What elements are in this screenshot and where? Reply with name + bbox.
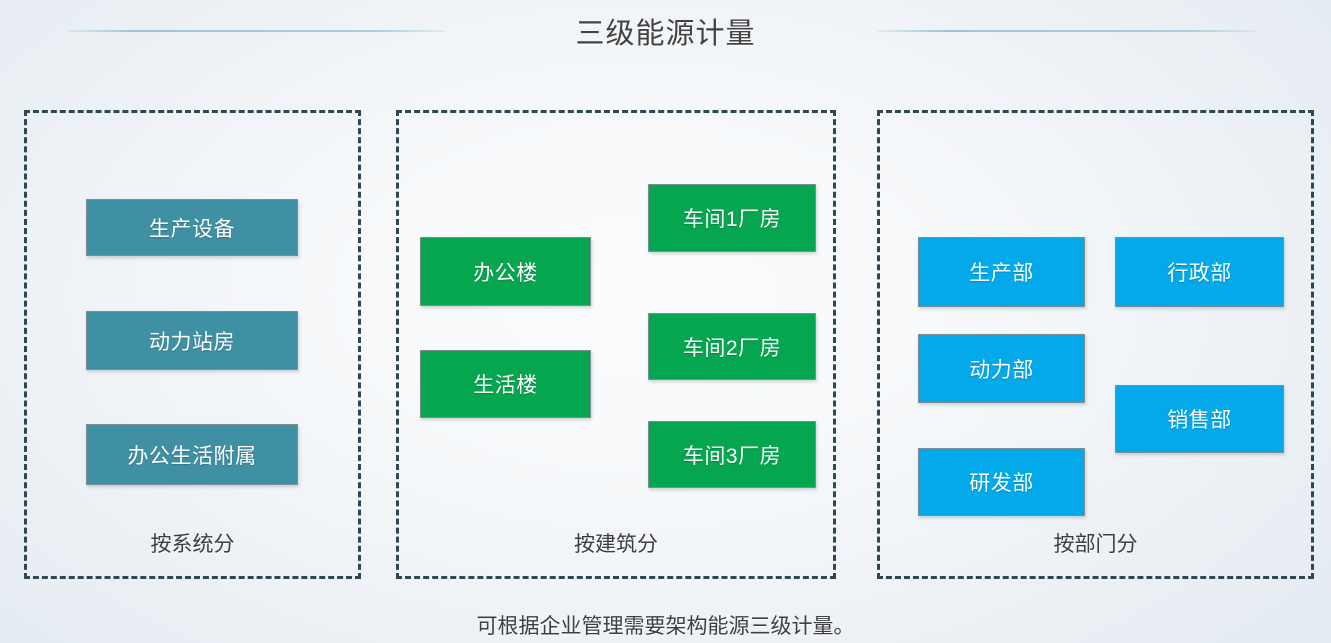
footer-caption: 可根据企业管理需要架构能源三级计量。	[476, 615, 855, 638]
item-box[interactable]: 办公生活附属	[86, 424, 298, 485]
item-box-label: 车间3厂房	[682, 444, 782, 468]
item-box-label: 生产部	[969, 262, 1034, 285]
item-box[interactable]: 行政部	[1115, 237, 1284, 307]
item-box[interactable]: 动力站房	[86, 311, 298, 370]
item-box-label: 行政部	[1167, 262, 1232, 285]
item-box[interactable]: 办公楼	[420, 237, 591, 306]
item-box[interactable]: 车间3厂房	[648, 421, 816, 488]
group-panel-by-building: 按建筑分 办公楼生活楼 车间1厂房车间2厂房车间3厂房	[396, 110, 836, 579]
item-box-label: 车间2厂房	[682, 336, 782, 360]
item-box-label: 动力部	[969, 358, 1034, 382]
page-title: 三级能源计量	[575, 18, 756, 50]
item-box-label: 生活楼	[473, 374, 538, 397]
group-label-by-system: 按系统分	[150, 533, 235, 556]
item-box-label: 动力站房	[149, 330, 235, 354]
item-box[interactable]: 生活楼	[420, 350, 591, 418]
item-box[interactable]: 研发部	[918, 448, 1085, 516]
item-box[interactable]: 车间1厂房	[648, 184, 816, 252]
item-box-label: 销售部	[1167, 409, 1232, 432]
item-box[interactable]: 生产部	[918, 237, 1085, 307]
title-rule-right	[877, 30, 1256, 32]
item-box-label: 车间1厂房	[682, 208, 782, 231]
item-box-label: 办公生活附属	[127, 444, 257, 468]
item-box-label: 研发部	[969, 472, 1034, 495]
item-box-label: 生产设备	[149, 217, 235, 241]
item-box[interactable]: 动力部	[918, 334, 1085, 403]
group-label-by-department: 按部门分	[1053, 533, 1138, 556]
item-box-label: 办公楼	[473, 261, 538, 285]
group-panel-by-department: 按部门分 生产部动力部研发部 行政部销售部	[877, 110, 1314, 579]
title-rule-left	[67, 30, 446, 32]
group-panel-by-system: 按系统分 生产设备动力站房办公生活附属	[24, 110, 361, 579]
item-box[interactable]: 车间2厂房	[648, 313, 816, 380]
group-label-by-building: 按建筑分	[574, 533, 658, 556]
item-box[interactable]: 生产设备	[86, 199, 298, 256]
item-box[interactable]: 销售部	[1115, 385, 1284, 453]
